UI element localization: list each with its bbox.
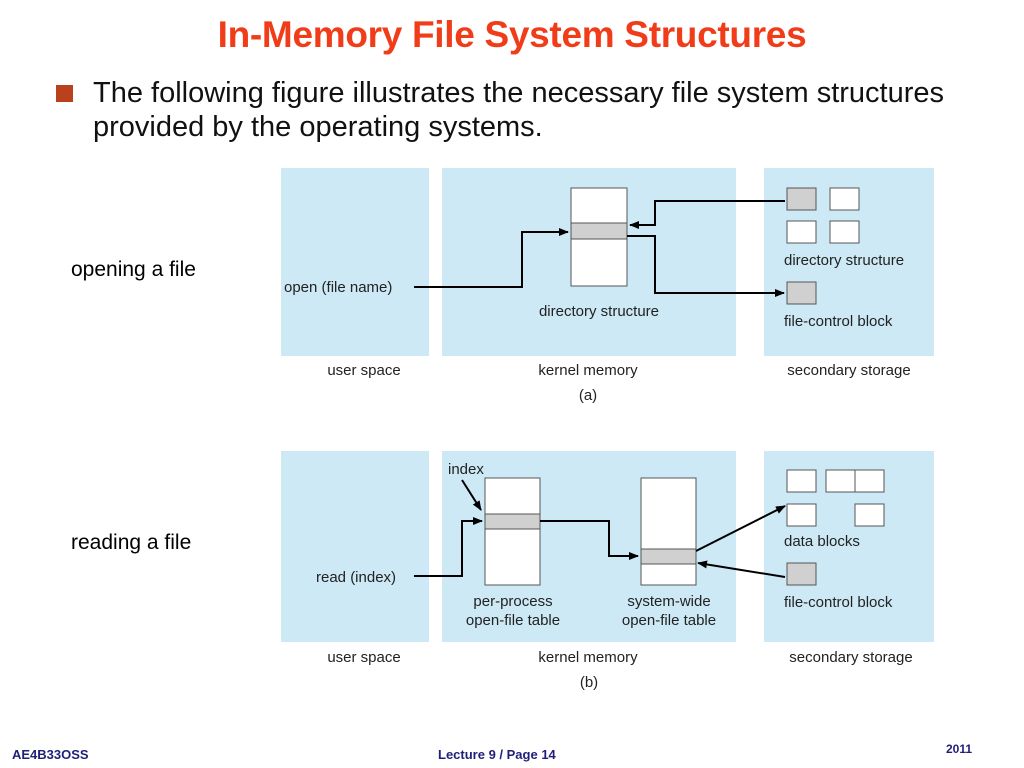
slide-title: In-Memory File System Structures [217,14,807,55]
user-space-panel-b [281,451,429,642]
caption-a: (a) [579,387,597,404]
figure-b: index read (index) per-process open-file… [281,451,934,691]
directory-structure-label: directory structure [539,303,659,320]
storage-dir-block [829,220,860,244]
arrow-system-wide-to-data-blocks [695,505,786,552]
footer-lecture-page: Lecture 9 / Page 14 [438,747,556,762]
system-wide-open-file-table [640,477,697,586]
bullet-text: The following figure illustrates the nec… [93,77,945,143]
kernel-memory-label-b: kernel memory [538,649,638,666]
storage-directory-structure-label: directory structure [784,252,904,269]
storage-dir-block [829,187,860,211]
kernel-memory-label-a: kernel memory [538,362,638,379]
label-reading-a-file: reading a file [71,531,192,554]
footer-year: 2011 [946,742,973,756]
file-control-block-label-b: file-control block [784,594,893,611]
data-block [854,469,885,493]
arrow-storage-to-directory [629,200,785,229]
arrow-open-to-directory [414,228,569,288]
footer-course-code: AE4B33OSS [12,747,89,762]
user-space-label-a: user space [327,362,400,379]
file-control-block-label-a: file-control block [784,313,893,330]
arrow-index-pointer [461,479,482,511]
arrow-read-to-per-process [414,517,483,577]
per-process-open-file-table [484,477,541,586]
data-blocks-label: data blocks [784,533,860,550]
system-wide-label-line2: open-file table [622,612,716,629]
per-process-label-line1: per-process [473,593,552,610]
per-process-entry [484,513,541,530]
file-control-block-a [786,281,817,305]
index-label: index [448,461,484,478]
data-block [786,469,817,493]
data-block [854,503,885,527]
file-control-block-b [786,562,817,586]
storage-dir-block-highlighted [786,187,817,211]
directory-entry-a [570,222,628,240]
user-space-panel-a [281,168,429,356]
read-call-label: read (index) [316,569,396,586]
arrow-directory-to-fcb [627,235,785,297]
per-process-label-line2: open-file table [466,612,560,629]
square-bullet-icon [56,85,73,102]
figure-a: open (file name) directory structure dir… [281,168,934,404]
label-opening-a-file: opening a file [71,258,196,281]
arrow-fcb-to-system-wide [697,560,786,578]
system-wide-label-line1: system-wide [627,593,710,610]
data-block [786,503,817,527]
user-space-label-b: user space [327,649,400,666]
caption-b: (b) [580,674,598,691]
arrow-per-process-to-system-wide [540,520,639,560]
open-call-label: open (file name) [284,279,392,296]
storage-dir-block [786,220,817,244]
system-wide-entry [640,548,697,565]
data-block [825,469,856,493]
secondary-storage-label-b: secondary storage [789,649,912,666]
secondary-storage-label-a: secondary storage [787,362,910,379]
